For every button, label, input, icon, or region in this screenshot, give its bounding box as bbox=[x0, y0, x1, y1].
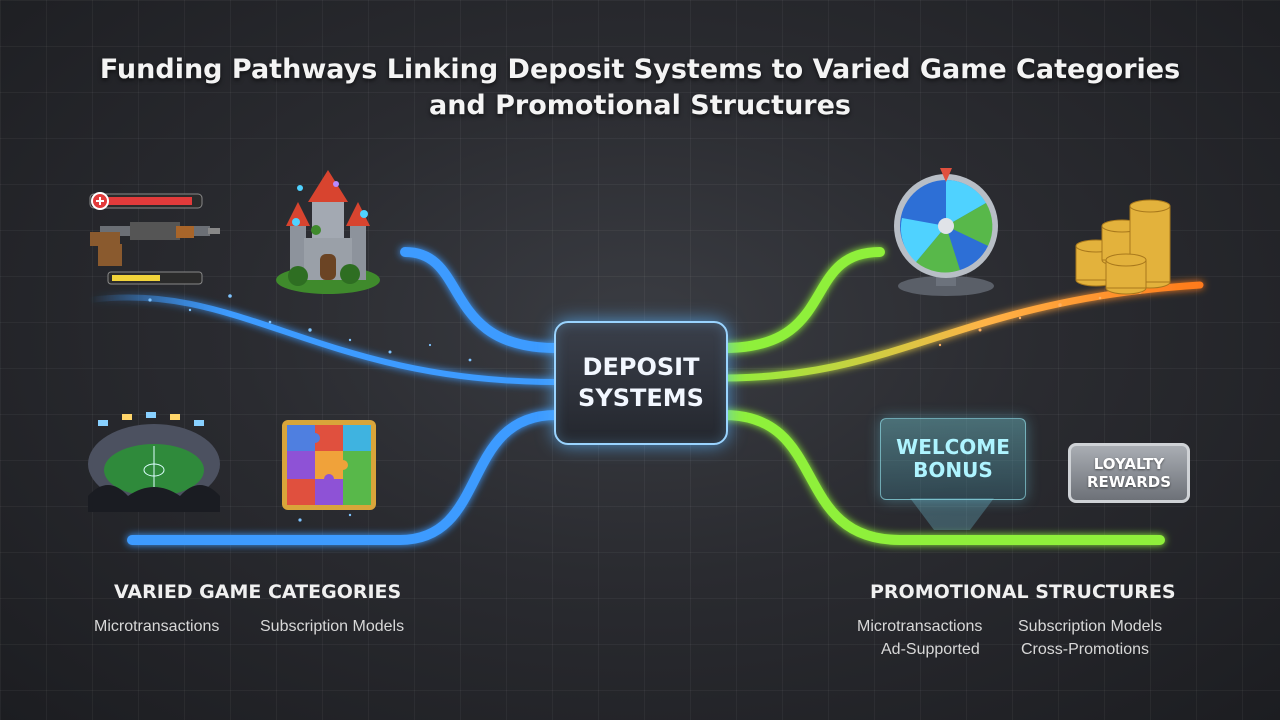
path-castle bbox=[400, 247, 561, 353]
path-stadium bbox=[127, 410, 561, 545]
right-item-cross-promotions: Cross-Promotions bbox=[1021, 641, 1150, 658]
path-coins bbox=[720, 281, 1204, 382]
sports-stadium-icon bbox=[88, 412, 220, 512]
loyalty-line-2: REWARDS bbox=[1086, 473, 1172, 491]
welcome-bonus-badge: WELCOME BONUS bbox=[880, 418, 1026, 500]
left-item-subscription: Subscription Models bbox=[260, 618, 405, 635]
left-section-title: VARIED GAME CATEGORIES bbox=[114, 581, 402, 603]
welcome-line-2: BONUS bbox=[913, 458, 993, 482]
fantasy-castle-icon bbox=[276, 170, 380, 294]
right-item-microtransactions: Microtransactions bbox=[857, 618, 983, 635]
left-paths bbox=[87, 247, 561, 545]
page-title: Funding Pathways Linking Deposit Systems… bbox=[0, 52, 1280, 124]
hub-line-1: DEPOSIT bbox=[582, 353, 700, 381]
path-promos bbox=[719, 410, 1165, 545]
loyalty-rewards-badge: LOYALTY REWARDS bbox=[1068, 443, 1190, 503]
title-line-2: and Promotional Structures bbox=[428, 90, 852, 121]
path-shooter bbox=[87, 294, 559, 385]
hub-line-2: SYSTEMS bbox=[578, 384, 704, 412]
welcome-line-1: WELCOME bbox=[896, 435, 1010, 459]
right-item-ad-supported: Ad-Supported bbox=[881, 641, 980, 658]
puzzle-game-icon bbox=[282, 420, 376, 510]
right-paths bbox=[719, 247, 1204, 545]
right-sparkles bbox=[938, 290, 1142, 347]
left-item-microtransactions: Microtransactions bbox=[94, 618, 220, 635]
deposit-systems-hub: DEPOSIT SYSTEMS bbox=[554, 321, 728, 445]
left-sparkles bbox=[148, 294, 472, 522]
gold-coins-icon bbox=[1075, 199, 1171, 295]
title-line-1: Funding Pathways Linking Deposit Systems… bbox=[99, 54, 1181, 85]
shooter-game-icon bbox=[89, 192, 220, 285]
right-item-subscription: Subscription Models bbox=[1018, 618, 1163, 635]
path-wheel bbox=[719, 247, 885, 353]
loyalty-line-1: LOYALTY bbox=[1093, 455, 1165, 473]
hologram-beam bbox=[910, 498, 994, 530]
right-section-title: PROMOTIONAL STRUCTURES bbox=[870, 581, 1176, 603]
prize-wheel-icon bbox=[894, 168, 998, 296]
